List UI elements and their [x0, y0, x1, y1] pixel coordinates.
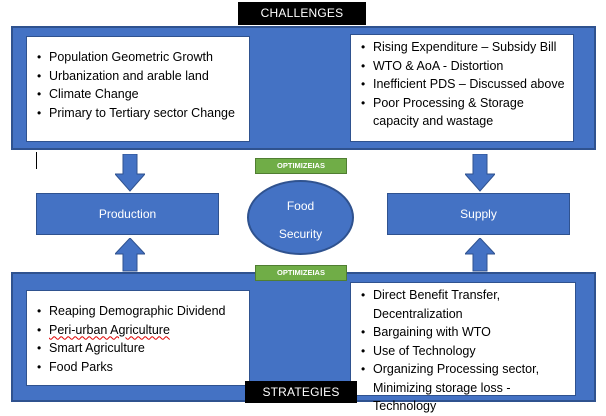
list-item: Use of Technology — [361, 342, 569, 361]
list-item: Smart Agriculture — [37, 339, 243, 358]
strategies-right-box: Direct Benefit Transfer, Decentralizatio… — [350, 282, 576, 413]
arrow-down-left — [115, 154, 145, 192]
production-box: Production — [36, 193, 219, 235]
food-security-line2: Security — [278, 227, 323, 241]
arrow-down-right — [465, 154, 495, 192]
list-item: Bargaining with WTO — [361, 323, 569, 342]
list-item: Direct Benefit Transfer, Decentralizatio… — [361, 286, 569, 323]
list-item: Primary to Tertiary sector Change — [37, 104, 243, 123]
list-item: Poor Processing & Storage capacity and w… — [361, 94, 567, 131]
supply-label: Supply — [460, 207, 497, 221]
list-item: Population Geometric Growth — [37, 48, 243, 67]
supply-box: Supply — [387, 193, 570, 235]
text-cursor — [36, 152, 37, 169]
production-label: Production — [98, 207, 157, 221]
food-security-ellipse: Food Security — [247, 180, 354, 255]
list-item: Urbanization and arable land — [37, 67, 243, 86]
list-item: Rising Expenditure – Subsidy Bill — [361, 38, 567, 57]
list-item: Climate Change — [37, 85, 243, 104]
list-item: Inefficient PDS – Discussed above — [361, 75, 567, 94]
strategies-banner: STRATEGIES — [245, 381, 357, 403]
challenges-right-box: Rising Expenditure – Subsidy Bill WTO & … — [350, 34, 574, 142]
challenges-banner: CHALLENGES — [238, 2, 366, 25]
list-item: Organizing Processing sector, Minimizing… — [361, 360, 569, 416]
challenges-left-box: Population Geometric Growth Urbanization… — [26, 36, 250, 142]
list-item-text: Peri-urban Agriculture — [49, 322, 170, 337]
arrow-up-right — [465, 238, 495, 272]
list-item: Food Parks — [37, 358, 243, 377]
arrow-up-left — [115, 238, 145, 272]
strategies-left-box: Reaping Demographic Dividend Peri-urban … — [26, 290, 250, 386]
list-item: WTO & AoA - Distortion — [361, 57, 567, 76]
optimize-label-top: OPTIMIZEIAS — [255, 158, 347, 174]
food-security-line1: Food — [286, 199, 315, 213]
list-item: Peri-urban Agriculture — [37, 321, 243, 340]
list-item: Reaping Demographic Dividend — [37, 302, 243, 321]
optimize-label-bottom: OPTIMIZEIAS — [255, 265, 347, 281]
